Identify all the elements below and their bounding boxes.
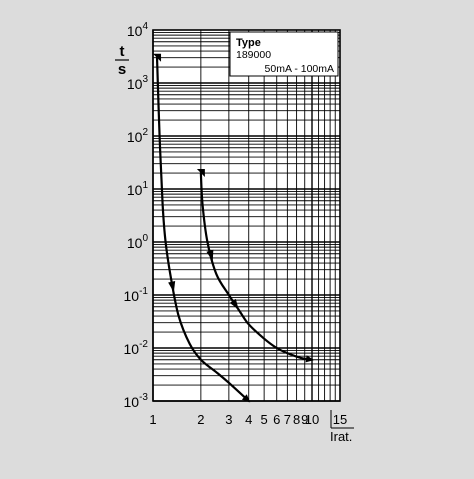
series-2-point [228,294,230,296]
series-1-point [215,371,218,373]
series-2-mid-arrow [229,298,239,310]
series-2-point [286,352,289,354]
x-tick-label: 3 [225,412,232,427]
series-1-point [170,278,172,280]
x-tick-label: 15 [333,412,347,427]
x-tick-label: 7 [284,412,291,427]
series-1-point [200,358,202,361]
y-tick-label: 10-3 [124,392,149,410]
legend-title: Type [236,37,261,49]
y-tick-label: 101 [127,180,149,198]
series-2-point [247,323,250,326]
legend-model: 189000 [236,49,271,61]
series-2-upper-arrow [206,249,214,262]
series-1-point [228,382,230,384]
x-tick-label: 1 [149,412,156,427]
series-1-point [177,315,180,317]
series-2-start-arrow [196,169,205,178]
y-tick-label: 104 [127,21,149,39]
x-grid [152,30,341,401]
y-grid [153,31,340,402]
x-tick-label: 8 [293,412,300,427]
series-2-point [206,241,209,243]
y-tick-label: 100 [127,233,149,251]
x-tick-label: 6 [273,412,280,427]
y-tick-label: 102 [127,127,149,145]
series-1-point [164,241,167,243]
series-2-point [299,357,302,359]
x-tick-label: 2 [197,412,204,427]
y-axis-label-top: t [120,43,125,60]
series-2-point [275,347,278,349]
x-tick-label: 4 [245,412,252,427]
series-1-point [158,135,161,137]
series-2-point [263,337,265,340]
series-2-point [215,273,218,275]
series-1-mid-arrow [168,281,176,293]
x-tick-label: 10 [305,412,319,427]
y-tick-label: 10-1 [124,286,149,304]
x-tick-label: 9 [301,412,308,427]
y-axis-label-bottom: s [118,61,126,78]
x-tick-label: 5 [261,412,268,427]
series-2-point [201,204,204,206]
plot-area [153,30,340,401]
series-1-point [188,343,191,345]
series-1-end-arrow [241,394,251,403]
series-line-2 [199,171,314,361]
legend-range: 50mA - 100mA [265,63,334,75]
series-2-end-arrow [305,355,314,363]
legend-box [229,31,339,77]
series-2-point [238,310,241,312]
y-tick-label: 103 [127,74,149,92]
y-tick-label: 10-2 [124,339,149,357]
x-axis-label: Irat. [330,429,352,444]
series-1-start-arrow [153,53,162,62]
series-1-point [161,204,164,206]
